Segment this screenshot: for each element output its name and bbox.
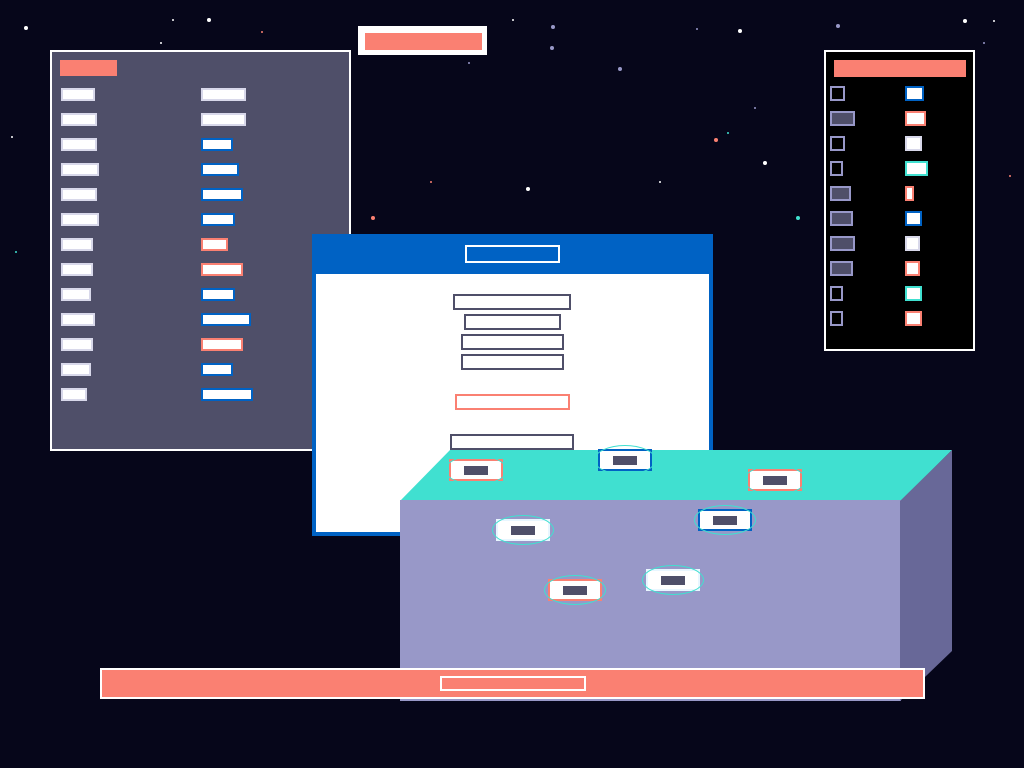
dialog-titlebar[interactable] xyxy=(316,234,709,274)
top-banner[interactable] xyxy=(358,26,487,55)
dialog-title-field xyxy=(465,245,560,263)
left-panel-item[interactable] xyxy=(61,88,95,101)
box-chip[interactable] xyxy=(744,465,806,495)
left-panel-item[interactable] xyxy=(61,213,99,226)
right-panel-toggle[interactable] xyxy=(905,86,924,101)
right-panel-toggle[interactable] xyxy=(905,186,914,201)
box-chip[interactable] xyxy=(642,565,704,595)
dialog-field[interactable] xyxy=(461,334,564,350)
bottom-bar[interactable] xyxy=(100,668,925,699)
left-panel xyxy=(50,50,351,451)
box-side-face xyxy=(900,450,952,701)
right-panel-item[interactable] xyxy=(830,136,845,151)
left-panel-value[interactable] xyxy=(201,388,253,401)
chip-core xyxy=(563,586,587,595)
right-panel-toggle[interactable] xyxy=(905,111,926,126)
right-panel-toggle[interactable] xyxy=(905,136,922,151)
box-chip[interactable] xyxy=(694,505,756,535)
chip-core xyxy=(511,526,535,535)
dialog-field[interactable] xyxy=(453,294,571,310)
right-panel-item[interactable] xyxy=(830,111,855,126)
left-panel-item[interactable] xyxy=(61,138,97,151)
dialog-action-field[interactable] xyxy=(455,394,570,410)
right-panel-toggle[interactable] xyxy=(905,161,928,176)
chip-core xyxy=(713,516,737,525)
left-panel-header xyxy=(60,60,117,76)
left-panel-item[interactable] xyxy=(61,338,93,351)
right-panel-toggle[interactable] xyxy=(905,286,922,301)
dialog-field[interactable] xyxy=(450,434,574,450)
left-panel-item[interactable] xyxy=(61,163,99,176)
bottom-bar-field[interactable] xyxy=(440,676,586,691)
left-panel-item[interactable] xyxy=(61,313,95,326)
box-front-face xyxy=(400,500,901,701)
right-panel-toggle[interactable] xyxy=(905,236,920,251)
left-panel-value[interactable] xyxy=(201,88,246,101)
left-panel-item[interactable] xyxy=(61,188,97,201)
left-panel-value[interactable] xyxy=(201,338,243,351)
box-chip[interactable] xyxy=(544,575,606,605)
box-chip[interactable] xyxy=(492,515,554,545)
left-panel-value[interactable] xyxy=(201,213,235,226)
left-panel-item[interactable] xyxy=(61,263,93,276)
chip-ring xyxy=(694,505,756,535)
right-panel-item[interactable] xyxy=(830,186,851,201)
box-chip[interactable] xyxy=(594,445,656,475)
chip-core xyxy=(763,476,787,485)
left-panel-value[interactable] xyxy=(201,263,243,276)
right-panel-item[interactable] xyxy=(830,311,843,326)
chip-ring xyxy=(744,465,806,495)
right-panel-item[interactable] xyxy=(830,236,855,251)
right-panel-item[interactable] xyxy=(830,211,853,226)
left-panel-value[interactable] xyxy=(201,238,228,251)
right-panel-item[interactable] xyxy=(830,86,845,101)
left-panel-value[interactable] xyxy=(201,363,233,376)
box-chip[interactable] xyxy=(445,455,507,485)
right-panel-toggle[interactable] xyxy=(905,261,920,276)
left-panel-item[interactable] xyxy=(61,388,87,401)
chip-ring xyxy=(492,515,554,545)
left-panel-item[interactable] xyxy=(61,113,97,126)
right-panel-item[interactable] xyxy=(830,261,853,276)
left-panel-value[interactable] xyxy=(201,313,251,326)
box-top-face xyxy=(400,450,952,501)
right-panel-header xyxy=(834,60,966,77)
right-panel-item[interactable] xyxy=(830,161,843,176)
right-panel-toggle[interactable] xyxy=(905,311,922,326)
chip-ring xyxy=(594,445,656,475)
left-panel-item[interactable] xyxy=(61,238,93,251)
left-panel-value[interactable] xyxy=(201,113,246,126)
left-panel-value[interactable] xyxy=(201,288,235,301)
chip-ring xyxy=(445,455,507,485)
chip-core xyxy=(613,456,637,465)
right-panel xyxy=(824,50,975,351)
left-panel-item[interactable] xyxy=(61,288,91,301)
chip-core xyxy=(661,576,685,585)
dialog-field[interactable] xyxy=(464,314,561,330)
right-panel-item[interactable] xyxy=(830,286,843,301)
right-panel-toggle[interactable] xyxy=(905,211,922,226)
dialog-field[interactable] xyxy=(461,354,564,370)
top-banner-fill xyxy=(365,33,482,50)
chip-ring xyxy=(642,565,704,595)
left-panel-item[interactable] xyxy=(61,363,91,376)
chip-ring xyxy=(544,575,606,605)
left-panel-value[interactable] xyxy=(201,188,243,201)
left-panel-value[interactable] xyxy=(201,138,233,151)
left-panel-value[interactable] xyxy=(201,163,239,176)
chip-core xyxy=(464,466,488,475)
